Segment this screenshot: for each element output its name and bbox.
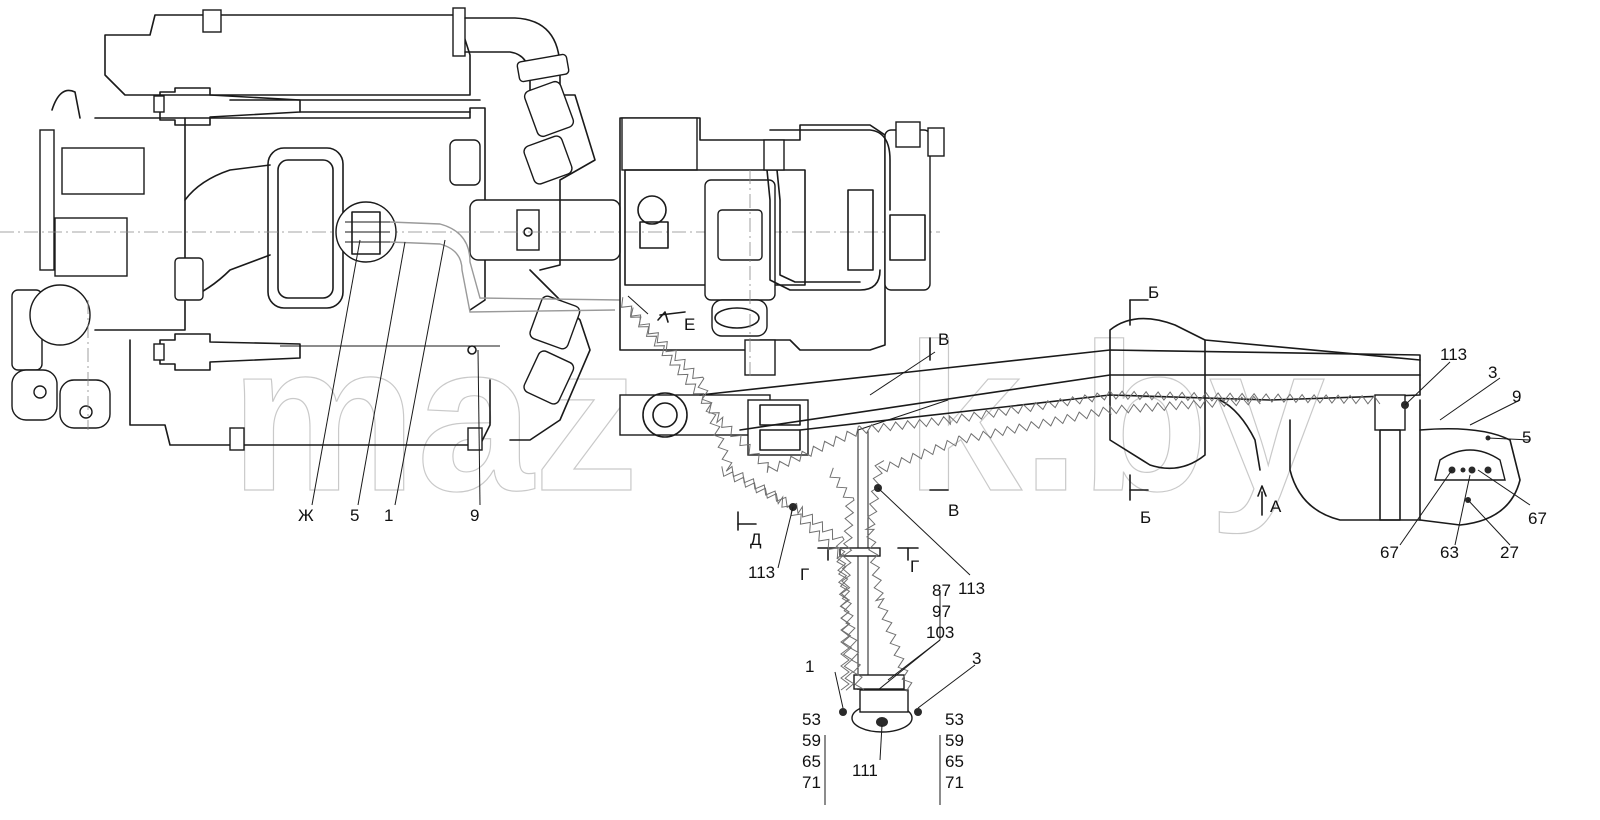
label-g-left: Г xyxy=(800,565,809,584)
label-59-right: 59 xyxy=(945,731,964,750)
label-103: 103 xyxy=(926,623,954,642)
label-113-left: 113 xyxy=(748,563,775,582)
label-d: Д xyxy=(750,530,762,549)
label-9-left: 9 xyxy=(470,506,479,525)
label-v-top: В xyxy=(938,330,949,349)
leader-lines xyxy=(311,239,1531,805)
label-87: 87 xyxy=(932,581,951,600)
coiled-hoses xyxy=(621,297,1381,692)
label-g-right: Г xyxy=(910,557,919,576)
label-5-right: 5 xyxy=(1522,428,1531,447)
label-67-left: 67 xyxy=(1380,543,1399,562)
label-3-bottom: 3 xyxy=(972,649,981,668)
callout-labels: Ж 5 1 9 Е В В Б Б А Д Г Г 113 113 113 3 … xyxy=(298,283,1547,792)
label-zh: Ж xyxy=(298,506,314,525)
label-e: Е xyxy=(684,315,695,334)
label-1-left: 1 xyxy=(384,506,393,525)
label-113-right: 113 xyxy=(1440,345,1467,364)
label-5-left: 5 xyxy=(350,506,359,525)
label-53-right: 53 xyxy=(945,710,964,729)
label-71-left: 71 xyxy=(802,773,821,792)
label-65-right: 65 xyxy=(945,752,964,771)
label-63: 63 xyxy=(1440,543,1459,562)
label-3-right: 3 xyxy=(1488,363,1497,382)
gearbox-assembly xyxy=(619,117,945,380)
label-1-bottom: 1 xyxy=(805,657,814,676)
label-53-left: 53 xyxy=(802,710,821,729)
label-b-top: Б xyxy=(1148,283,1159,302)
label-65-left: 65 xyxy=(802,752,821,771)
label-59-left: 59 xyxy=(802,731,821,750)
label-71-right: 71 xyxy=(945,773,964,792)
label-b-bottom: Б xyxy=(1140,508,1151,527)
engine-assembly xyxy=(0,7,940,451)
label-a: А xyxy=(1270,497,1282,516)
label-27: 27 xyxy=(1500,543,1519,562)
watermark-left: maz xyxy=(230,300,639,535)
label-v-bottom: В xyxy=(948,501,959,520)
label-9-right: 9 xyxy=(1512,387,1521,406)
watermark-right: k.by xyxy=(905,300,1325,535)
label-67-right: 67 xyxy=(1528,509,1547,528)
label-111: 111 xyxy=(852,761,878,780)
label-113-mid: 113 xyxy=(958,579,985,598)
label-97: 97 xyxy=(932,602,951,621)
